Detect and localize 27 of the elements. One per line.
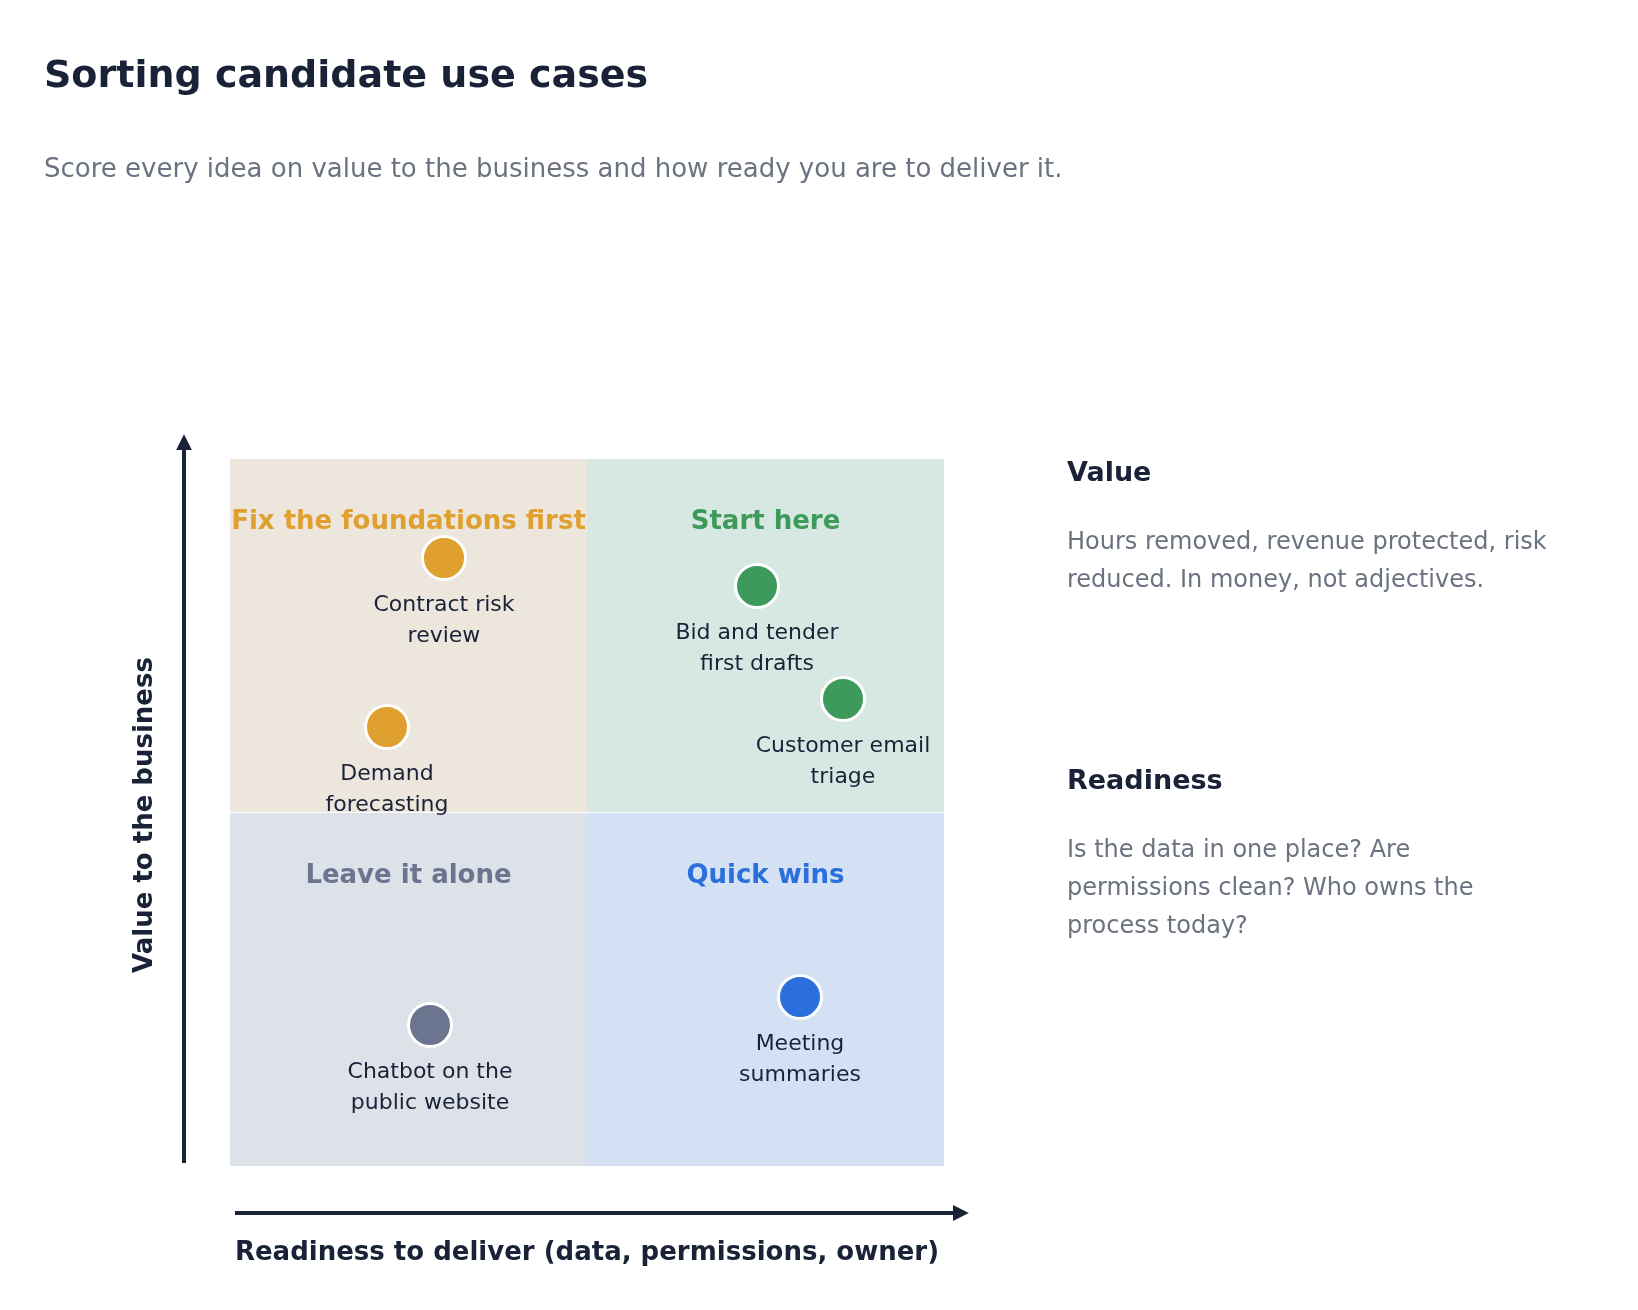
point-label: Customer email triage — [754, 731, 932, 790]
data-point-dot — [364, 704, 410, 750]
panel-heading: Value — [1067, 456, 1152, 487]
quadrant-title: Start here — [689, 505, 842, 535]
quadrant-title: Fix the foundations first — [230, 505, 587, 535]
point-label: Meeting summaries — [738, 1029, 862, 1088]
data-point-dot — [407, 1002, 453, 1048]
subtitle: Score every idea on value to the business and how ready you are to deliver it. — [44, 153, 1063, 183]
quadrant-area — [230, 813, 587, 1166]
panel-heading: Readiness — [1067, 764, 1223, 795]
axis-label: Value to the business — [128, 657, 158, 973]
quadrant-area — [587, 813, 944, 1166]
panel-text: Is the data in one place? Are permissions clean? Who owns the process today? — [1067, 834, 1475, 941]
data-point-dot — [734, 563, 780, 609]
axis-label: Readiness to deliver (data, permissions, owner) — [234, 1236, 940, 1266]
quadrant-title: Leave it alone — [304, 859, 513, 889]
quadrant-title: Quick wins — [685, 859, 846, 889]
data-point-dot — [421, 535, 467, 581]
point-label: Demand forecasting — [324, 759, 450, 818]
point-label: Chatbot on the public website — [346, 1057, 514, 1116]
point-label: Bid and tender first drafts — [674, 618, 840, 677]
panel-text: Hours removed, revenue protected, risk reduced. In money, not adjectives. — [1067, 526, 1548, 595]
data-point-dot — [820, 676, 866, 722]
page-title: Sorting candidate use cases — [44, 52, 649, 96]
quadrant-area — [587, 459, 944, 812]
point-label: Contract risk review — [372, 590, 516, 649]
data-point-dot — [777, 974, 823, 1020]
